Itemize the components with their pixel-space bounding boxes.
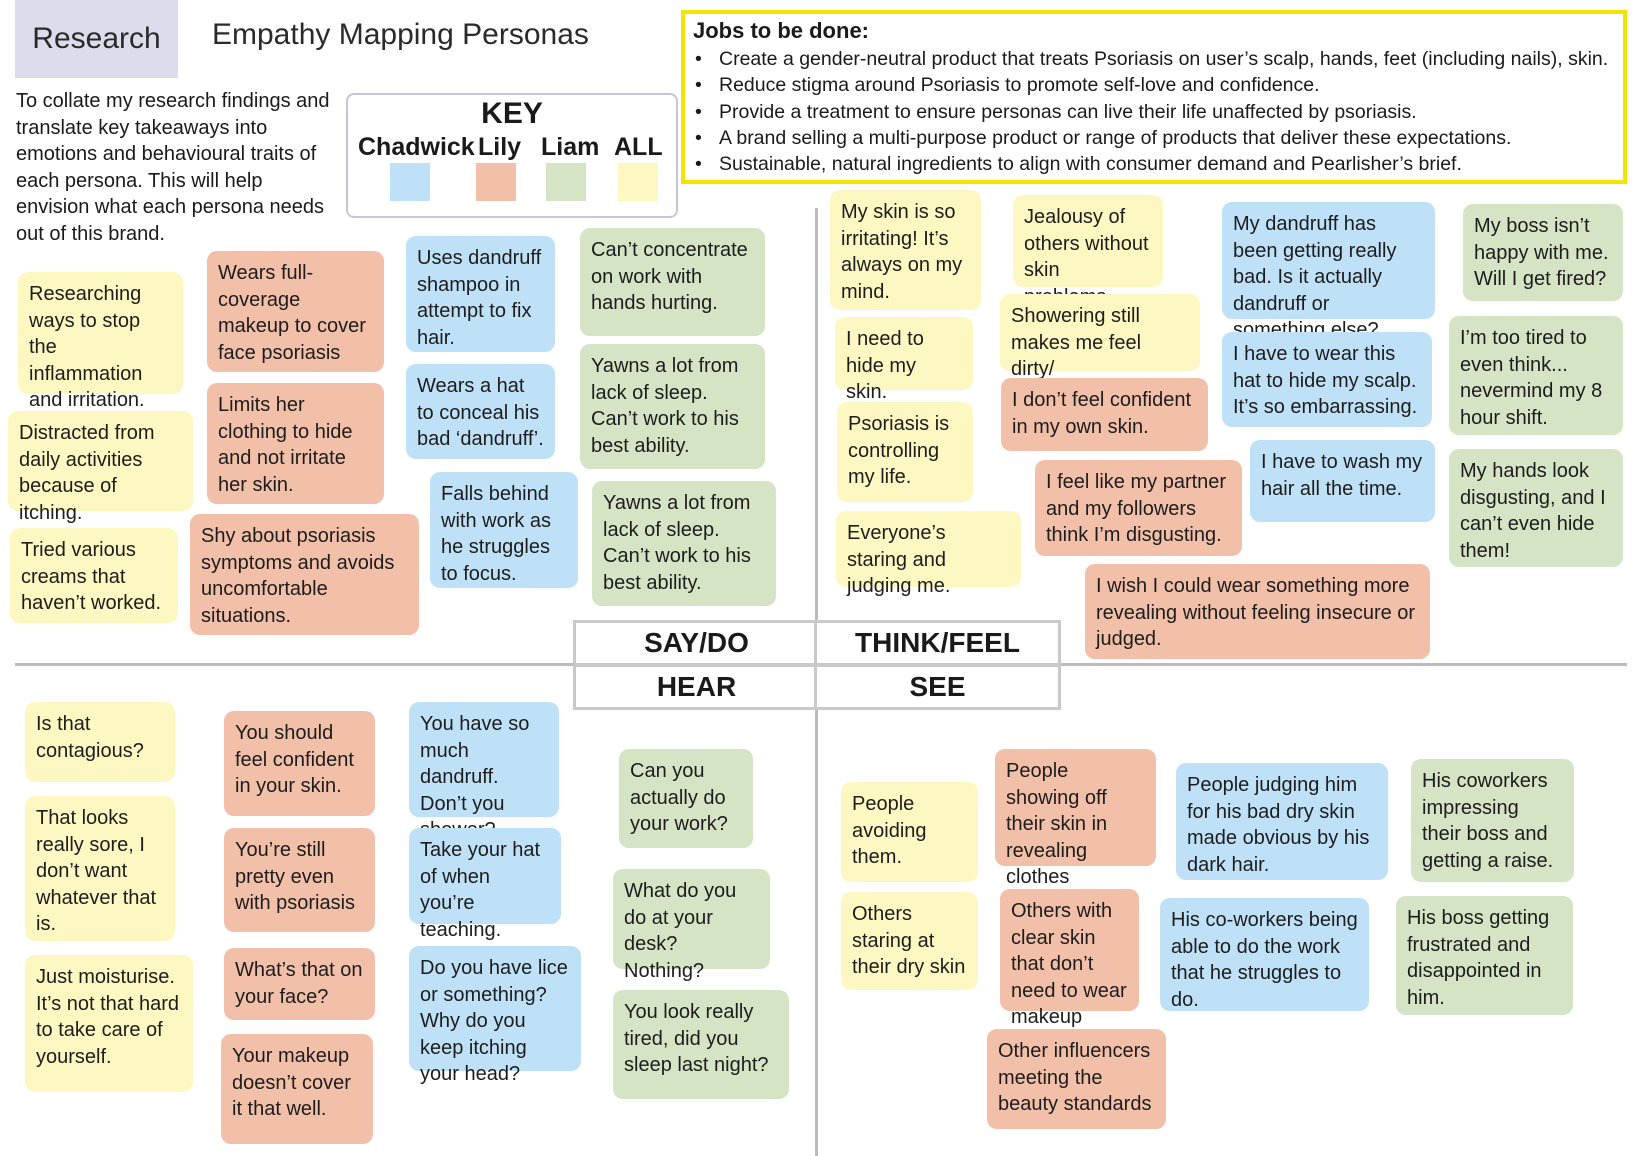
key-swatch-chadwick [390, 163, 430, 201]
sticky-note: Distracted from daily activities because… [8, 411, 193, 524]
sticky-note: Yawns a lot from lack of sleep. Can’t wo… [592, 481, 776, 606]
sticky-note: His boss getting frustrated and disappoi… [1396, 896, 1573, 1015]
sticky-note: People showing off their skin in reveali… [995, 749, 1156, 888]
sticky-note: Uses dandruff shampoo in attempt to fix … [406, 236, 555, 352]
sticky-note: Wears full-coverage makeup to cover face… [207, 251, 384, 372]
sticky-note: My dandruff has been getting really bad.… [1222, 202, 1435, 341]
sticky-note: I feel like my partner and my followers … [1035, 460, 1242, 556]
sticky-note: People judging him for his bad dry skin … [1176, 763, 1388, 880]
key-swatch-all [618, 163, 658, 201]
sticky-note: I don’t feel confident in my own skin. [1001, 378, 1208, 451]
sticky-note: Jealousy of others without skin problems… [1013, 195, 1163, 308]
sticky-note: Showering still makes me feel dirty/ [1000, 294, 1200, 380]
page-title: Empathy Mapping Personas [212, 18, 589, 51]
jobs-list: Create a gender-neutral product that tre… [693, 46, 1615, 178]
sticky-note: Psoriasis is controlling my life. [837, 402, 973, 502]
jobs-item: Sustainable, natural ingredients to alig… [693, 151, 1615, 178]
intro-text: To collate my research findings and tran… [16, 90, 330, 245]
sticky-note: Can’t concentrate on work with hands hur… [580, 228, 765, 336]
sticky-note: Others staring at their dry skin [841, 892, 978, 990]
sticky-note: I wish I could wear something more revea… [1085, 564, 1430, 659]
sticky-note: What’s that on your face? [224, 948, 375, 1020]
jobs-item: A brand selling a multi-purpose product … [693, 125, 1615, 152]
key-swatch-lily [476, 163, 516, 201]
sticky-note: My skin is so irritating! It’s always on… [830, 190, 981, 310]
key-swatch-liam [546, 163, 586, 201]
key-label-liam: Liam [541, 133, 600, 161]
sticky-note: I have to wear this hat to hide my scalp… [1222, 332, 1432, 427]
sticky-note: I have to wash my hair all the time. [1250, 440, 1435, 522]
sticky-note: My boss isn’t happy with me. Will I get … [1463, 204, 1623, 301]
sticky-note: You have so much dandruff. Don’t you sho… [409, 702, 559, 841]
key-title: KEY [481, 97, 543, 130]
color-key: KEY Chadwick Lily Liam ALL [346, 93, 678, 218]
sticky-note: Yawns a lot from lack of sleep. Can’t wo… [580, 344, 765, 469]
sticky-note: Researching ways to stop the inflammatio… [18, 272, 183, 411]
jobs-item: Create a gender-neutral product that tre… [693, 46, 1615, 73]
sticky-note: His co-workers being able to do the work… [1160, 898, 1369, 1011]
research-tab[interactable]: Research [15, 0, 178, 78]
sticky-note: You should feel confident in your skin. [224, 711, 375, 816]
sticky-note: That looks really sore, I don’t want wha… [25, 796, 175, 941]
key-label-all: ALL [614, 133, 663, 161]
sticky-note: Falls behind with work as he struggles t… [430, 472, 578, 588]
jobs-to-be-done: Jobs to be done: Create a gender-neutral… [681, 10, 1627, 184]
sticky-note: Everyone’s staring and judging me. [836, 511, 1021, 597]
sticky-note: Limits her clothing to hide and not irri… [207, 383, 384, 504]
jobs-item: Reduce stigma around Psoriasis to promot… [693, 72, 1615, 99]
quadrant-see: SEE [814, 664, 1061, 710]
sticky-note: Others with clear skin that don’t need t… [1000, 889, 1139, 1028]
sticky-note: Do you have lice or something? Why do yo… [409, 946, 581, 1085]
jobs-item: Provide a treatment to ensure personas c… [693, 99, 1615, 126]
sticky-note: Can you actually do your work? [619, 749, 753, 848]
sticky-note: What do you do at your desk? Nothing? [613, 869, 770, 982]
sticky-note: I’m too tired to even think... nevermind… [1449, 316, 1623, 435]
sticky-note: I need to hide my skin. [835, 317, 973, 403]
sticky-note: Tried various creams that haven’t worked… [10, 528, 178, 623]
key-label-chadwick: Chadwick [358, 133, 475, 161]
sticky-note: Your makeup doesn’t cover it that well. [221, 1034, 373, 1144]
sticky-note: Wears a hat to conceal his bad ‘dandruff… [406, 364, 555, 459]
quadrant-think-feel: THINK/FEEL [814, 620, 1061, 666]
sticky-note: Shy about psoriasis symptoms and avoids … [190, 514, 419, 635]
quadrant-hear: HEAR [573, 664, 820, 710]
sticky-note: Just moisturise. It’s not that hard to t… [25, 955, 193, 1092]
quadrant-say-do: SAY/DO [573, 620, 820, 666]
sticky-note: People avoiding them. [841, 782, 978, 882]
sticky-note: Is that contagious? [25, 702, 175, 782]
sticky-note: His coworkers impressing their boss and … [1411, 759, 1574, 882]
sticky-note: My hands look disgusting, and I can’t ev… [1449, 449, 1623, 567]
sticky-note: Other influencers meeting the beauty sta… [987, 1029, 1166, 1129]
sticky-note: Take your hat of when you’re teaching. [409, 828, 561, 941]
sticky-note: You look really tired, did you sleep las… [613, 990, 789, 1099]
jobs-title: Jobs to be done: [693, 18, 869, 43]
key-label-lily: Lily [478, 133, 522, 161]
sticky-note: You’re still pretty even with psoriasis [224, 828, 375, 932]
